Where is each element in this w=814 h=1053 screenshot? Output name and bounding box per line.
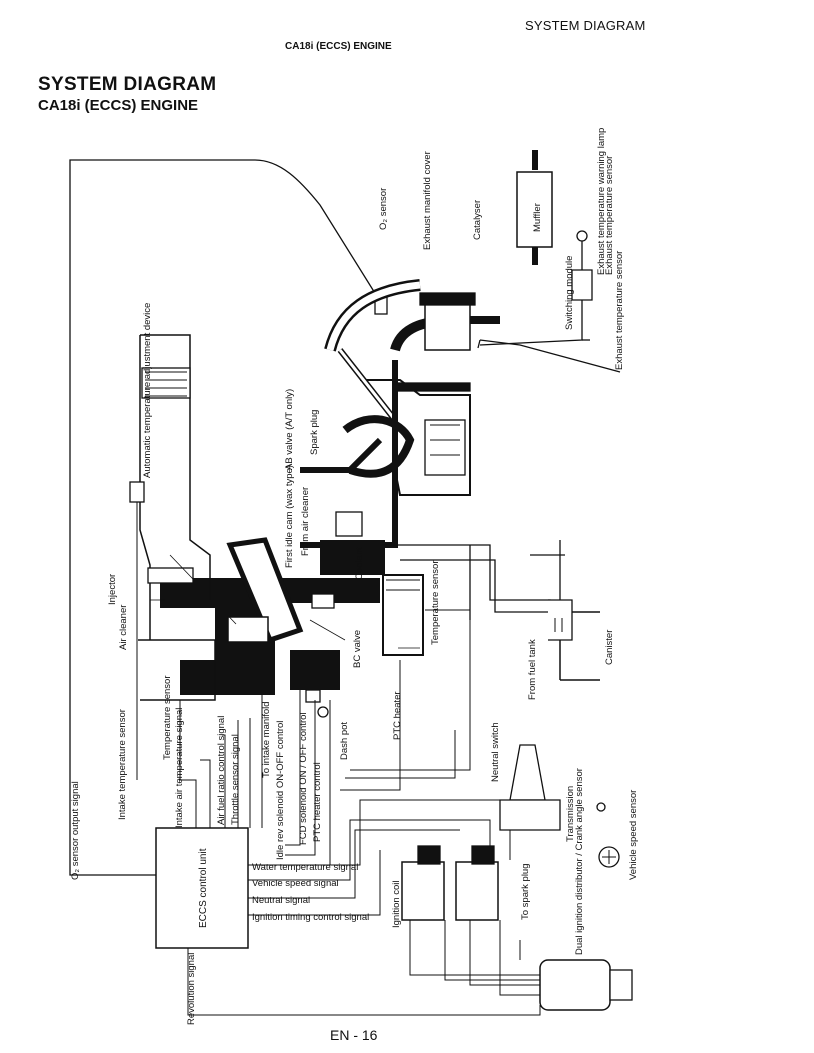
o2-signal-wire xyxy=(69,159,379,876)
coolant-label: Coolant xyxy=(354,547,365,580)
auto-temp-device xyxy=(129,481,145,503)
header-engine-title: CA18i (ECCS) ENGINE xyxy=(285,41,392,52)
ptc-heater-label: PTC heater xyxy=(392,691,403,740)
exhaust-manifold-cover-label: Exhaust manifold cover xyxy=(422,151,433,250)
distributor xyxy=(539,959,611,1011)
page-subtitle: CA18i (ECCS) ENGINE xyxy=(38,97,199,114)
switching-module-label: Switching module xyxy=(564,256,575,330)
air-cleaner-label: Air cleaner xyxy=(118,605,129,650)
transmission xyxy=(499,799,561,831)
page-number: EN - 16 xyxy=(330,1027,378,1043)
muffler-label: Muffler xyxy=(532,203,543,232)
catalyser xyxy=(424,299,471,351)
ecu-label: ECCS control unit xyxy=(198,848,209,928)
distributor-label: Dual ignition distributor / Crank angle … xyxy=(574,768,585,955)
bc-valve-label: BC valve xyxy=(352,630,363,668)
from-air-cleaner-label: From air cleaner xyxy=(300,487,311,556)
spark-plug-label: Spark plug xyxy=(309,410,320,455)
warning-lamp-label: Exhaust temperature warning lamp xyxy=(596,128,607,275)
ignition-coil-1 xyxy=(401,861,445,921)
temperature-sensor-top-label: Temperature sensor xyxy=(430,561,441,645)
exhaust-temp-sensor-label-1b: Exhaust temperature sensor xyxy=(604,156,615,275)
to-spark-plug-label: To spark plug xyxy=(520,863,531,920)
fcd-solenoid-signal-label: FCD solenoid ON / OFF control xyxy=(298,712,309,845)
warning-lamp xyxy=(576,230,588,242)
ptc-heater xyxy=(382,574,424,656)
o2-sensor-label: O₂ sensor xyxy=(378,188,389,230)
vehicle-speed-signal-label: Vehicle speed signal xyxy=(252,878,339,889)
intake-air-temp-signal-label: Intake air temperature signal xyxy=(174,708,185,828)
throttle-sensor-signal-label: Throttle sensor signal xyxy=(230,734,241,825)
vehicle-speed-sensor-label: Vehicle speed sensor xyxy=(628,790,639,880)
revolution-signal-label: Revolution signal xyxy=(186,953,197,1025)
water-temp-signal-label: Water temperature signal xyxy=(252,862,358,873)
exhaust-temp-sensor-label-2: Exhaust temperature sensor xyxy=(614,251,625,370)
idle-rev-signal-label: Idle rev solenoid ON-OFF control xyxy=(275,721,286,860)
page-title: SYSTEM DIAGRAM xyxy=(38,74,217,95)
air-cleaner-hose xyxy=(141,367,191,399)
transmission-label: Transmission xyxy=(565,786,576,842)
injector-label: Injector xyxy=(107,574,118,605)
ignition-coil-label: Ignition coil xyxy=(391,880,402,928)
injector xyxy=(227,616,269,643)
dash-pot-label: Dash pot xyxy=(339,722,350,760)
ignition-timing-signal-label: Ignition timing control signal xyxy=(252,912,369,923)
ab-valve-label: AB valve (A/T only) xyxy=(284,389,295,470)
neutral-switch-label: Neutral switch xyxy=(490,722,501,782)
air-fuel-ratio-signal-label: Air fuel ratio control signal xyxy=(216,716,227,825)
muffler xyxy=(516,171,553,248)
ecu-box xyxy=(155,827,249,949)
temperature-sensor-intake-label: Temperature sensor xyxy=(162,676,173,760)
intake-temp-sensor-label: Intake temperature sensor xyxy=(117,709,128,820)
first-idle-cam xyxy=(335,511,363,537)
catalyser-label: Catalyser xyxy=(472,200,483,240)
canister-label: Canister xyxy=(604,630,615,665)
ignition-coil-2 xyxy=(455,861,499,921)
neutral-switch xyxy=(509,744,546,801)
ptc-heater-control-label: PTC heater control xyxy=(312,762,323,842)
o2-output-signal-label: O₂ sensor output signal xyxy=(70,781,81,880)
first-idle-cam-label: First idle cam (wax type) xyxy=(284,465,295,568)
to-intake-manifold-label: To intake manifold xyxy=(261,701,272,778)
neutral-signal-label: Neutral signal xyxy=(252,895,310,906)
auto-temp-device-label: Automatic temperature adjustment device xyxy=(142,303,153,478)
from-fuel-tank-label: From fuel tank xyxy=(527,639,538,700)
header-section-title: SYSTEM DIAGRAM xyxy=(525,18,646,33)
